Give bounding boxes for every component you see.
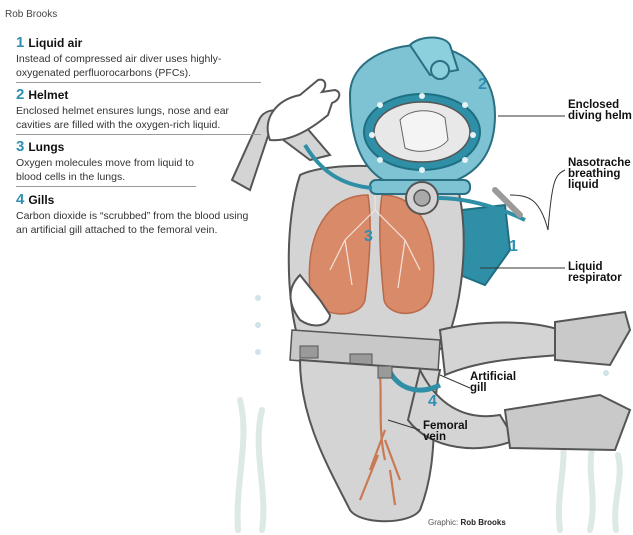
step-title: Liquid air (28, 36, 83, 50)
divider (16, 82, 261, 83)
diagram-number-1: 1 (509, 238, 518, 255)
graphic-credit-name: Rob Brooks (460, 518, 506, 527)
divider (16, 186, 196, 187)
step-title: Lungs (28, 140, 65, 154)
femoral-vein-drawing (358, 374, 402, 506)
step-number: 4 (16, 191, 25, 208)
diagram-number-2: 2 (478, 76, 487, 93)
step-number: 1 (16, 34, 25, 51)
callout-leaders (387, 115, 566, 431)
diagram-number-4: 4 (428, 393, 437, 410)
gill-tube (387, 370, 442, 393)
step-lungs: 3 Lungs Oxygen molecules move from liqui… (16, 139, 196, 184)
graphic-credit-prefix: Graphic: (428, 518, 459, 527)
fin-upper (554, 310, 632, 367)
lungs (308, 185, 435, 315)
callout-artificial-gill: Artificial gill (470, 371, 517, 394)
callout-nasotracheal: Nasotrache breathing liquid (568, 157, 631, 191)
helmet (348, 36, 497, 190)
seaweed (234, 397, 623, 533)
callout-enclosed-helmet: Enclosed diving helm (568, 99, 632, 122)
divider (16, 134, 261, 135)
step-gills: 4 Gills Carbon dioxide is “scrubbed” fro… (16, 192, 261, 237)
author-credit: Rob Brooks (5, 9, 58, 20)
step-description: Carbon dioxide is “scrubbed” from the bl… (16, 210, 249, 236)
step-liquid-air: 1 Liquid air Instead of compressed air d… (16, 35, 261, 80)
step-helmet: 2 Helmet Enclosed helmet ensures lungs, … (16, 87, 261, 132)
graphic-credit: Graphic: Rob Brooks (428, 518, 506, 527)
breathing-tube-right (492, 187, 523, 218)
diagram-number-3: 3 (364, 228, 373, 245)
fin-lower (503, 393, 632, 452)
step-number: 3 (16, 138, 25, 155)
step-description: Oxygen molecules move from liquid to blo… (16, 157, 194, 183)
step-title: Helmet (28, 88, 69, 102)
step-description: Enclosed helmet ensures lungs, nose and … (16, 105, 230, 131)
tank (458, 203, 512, 287)
callout-femoral-vein: Femoral vein (423, 420, 468, 443)
raised-hand (266, 78, 341, 142)
step-description: Instead of compressed air diver uses hig… (16, 53, 222, 79)
step-number: 2 (16, 86, 25, 103)
lower-arm (289, 273, 332, 327)
callout-liquid-respirator: Liquid respirator (568, 261, 622, 284)
step-title: Gills (28, 193, 55, 207)
right-leg (438, 321, 561, 377)
